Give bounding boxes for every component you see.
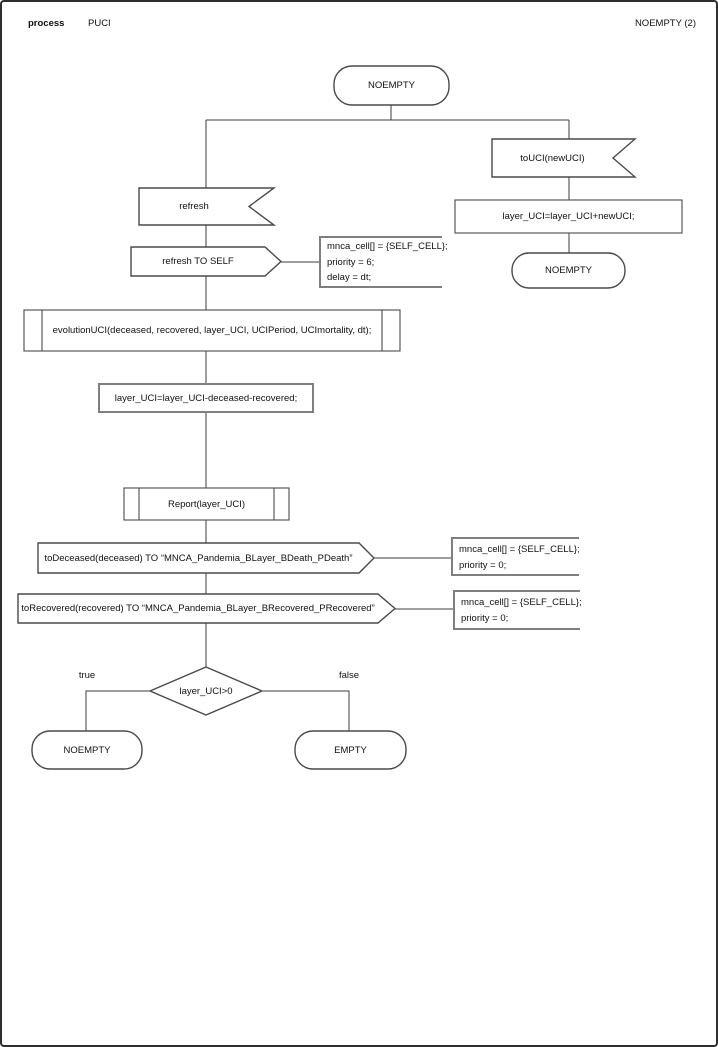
state-symbol-empty	[294, 730, 407, 770]
task-symbol-subtract	[98, 383, 314, 413]
process-name: PUCI	[88, 18, 111, 29]
process-kind-label: process	[28, 18, 65, 29]
procedure-symbol-evolutionuci	[23, 309, 401, 352]
procedure-symbol-report	[123, 487, 290, 521]
task-symbol-add-newuci	[454, 199, 683, 234]
page-title: NOEMPTY (2)	[634, 18, 696, 29]
branch-true-connector	[85, 690, 150, 731]
state-symbol-start-noempty	[333, 65, 450, 106]
comment-symbol-torecovered	[453, 590, 580, 630]
signal-output-symbol-todeceased	[37, 542, 375, 574]
signal-input-symbol-refresh	[138, 187, 277, 226]
comment-symbol-todeceased	[451, 537, 579, 576]
connectors	[85, 105, 570, 731]
signal-input-symbol-touci	[491, 138, 637, 178]
state-symbol-noempty-right	[511, 252, 626, 289]
decision-symbol-layeruci	[148, 666, 264, 716]
comment-symbol-refresh	[319, 236, 442, 288]
signal-output-symbol-torecovered	[17, 593, 397, 624]
branch-false-connector	[262, 690, 350, 731]
signal-output-symbol-refresh-self	[130, 246, 283, 277]
state-symbol-noempty-bottom	[31, 730, 143, 770]
